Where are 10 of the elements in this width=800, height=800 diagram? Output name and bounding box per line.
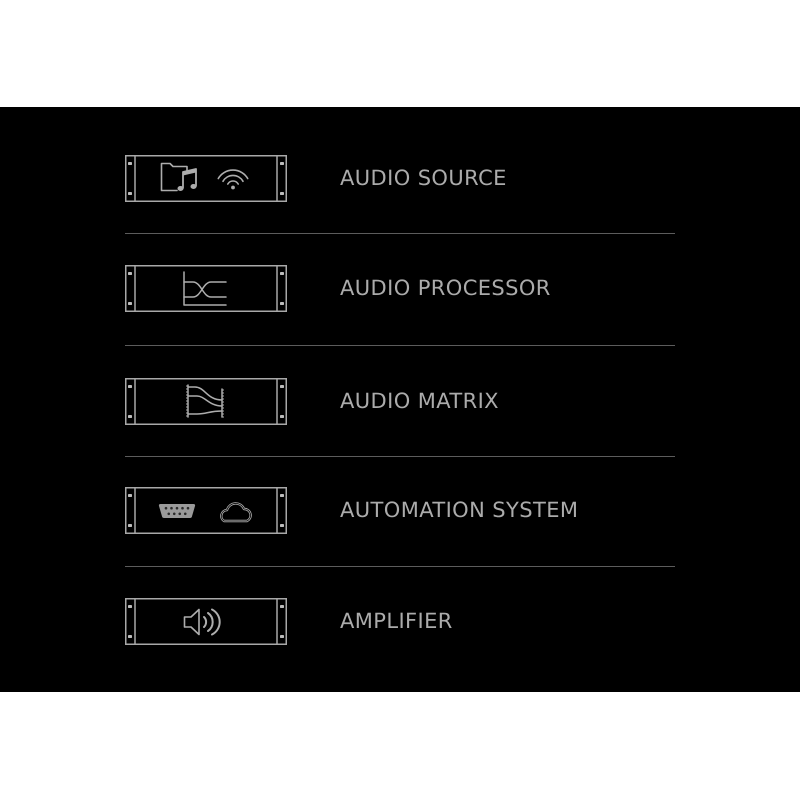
rack-unit (125, 264, 287, 312)
device-label: AUTOMATION SYSTEM (340, 497, 578, 523)
device-label: AMPLIFIER (340, 608, 453, 634)
rack-unit (125, 486, 287, 534)
device-label: AUDIO PROCESSOR (340, 275, 551, 301)
device-label: AUDIO MATRIX (340, 388, 499, 414)
device-label: AUDIO SOURCE (340, 165, 507, 191)
rack-unit (125, 378, 287, 424)
rack-unit (125, 598, 287, 644)
rack-unit (125, 154, 287, 202)
